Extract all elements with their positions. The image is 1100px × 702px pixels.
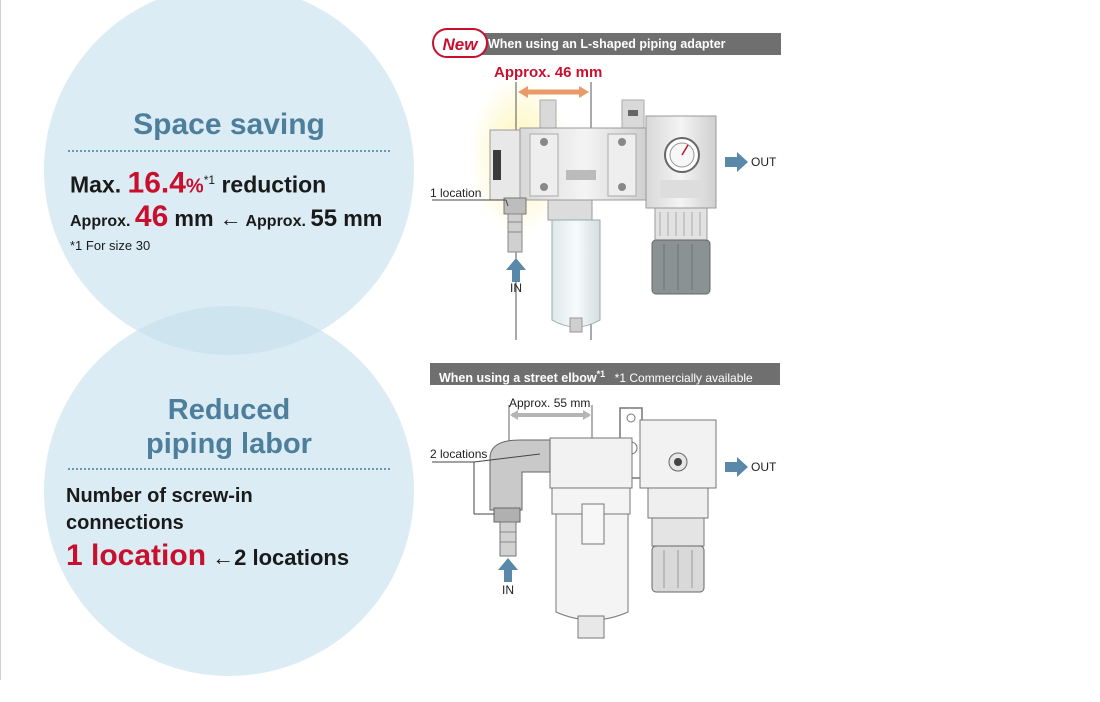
bottom-out-label: OUT bbox=[751, 460, 777, 474]
reduced-labor-circle bbox=[44, 306, 414, 676]
out-arrow-icon bbox=[725, 152, 748, 172]
space-saving-circle bbox=[44, 0, 414, 355]
reduced-labor-title-line1: Reduced bbox=[167, 394, 291, 426]
reduced-labor-title-line2: piping labor bbox=[146, 428, 312, 460]
new-dimension-value: 46 bbox=[134, 200, 169, 233]
top-dimension-label: Approx. 46 mm bbox=[494, 64, 603, 81]
connections-count-line: 1 location ←2 locations bbox=[66, 536, 349, 578]
space-saving-divider bbox=[68, 150, 390, 152]
new-connection-count: 1 location bbox=[66, 539, 207, 572]
bottom-location-label: 2 locations bbox=[430, 447, 488, 461]
max-prefix: Max. bbox=[70, 171, 128, 198]
old-dimension-value: 55 bbox=[310, 205, 338, 232]
in-arrow-icon bbox=[506, 258, 526, 282]
approx-dimension-line: Approx. 46 mm ← Approx. 55 mm bbox=[70, 200, 382, 239]
top-out-label: OUT bbox=[751, 155, 777, 169]
top-location-label: 1 location bbox=[430, 186, 482, 200]
max-suffix: reduction bbox=[215, 171, 327, 198]
footnote-mark: *1 bbox=[203, 173, 216, 187]
old-approx-label: Approx. bbox=[241, 213, 311, 230]
left-border bbox=[0, 0, 1, 680]
top-panel-header: When using an L-shaped piping adapter bbox=[470, 33, 781, 55]
bottom-panel-header: When using a street elbow*1 *1 Commercia… bbox=[430, 363, 780, 385]
connections-desc-line1: Number of screw-in bbox=[66, 485, 253, 507]
size-footnote: *1 For size 30 bbox=[70, 238, 151, 253]
max-reduction-line: Max. 16.4%*1 reduction bbox=[70, 163, 326, 204]
bottom-dimension-label: Approx. 55 mm bbox=[509, 396, 591, 410]
bottom-header-note: *1 Commercially available bbox=[614, 371, 753, 386]
old-connection-count: 2 locations bbox=[234, 545, 350, 570]
dimension-unit: mm bbox=[168, 206, 220, 231]
footnote-mark: *1 bbox=[596, 369, 606, 379]
max-value: 16.4 bbox=[127, 166, 186, 200]
in-arrow-icon bbox=[498, 558, 518, 582]
old-dimension-unit: mm bbox=[337, 206, 383, 231]
left-arrow-icon: ← bbox=[212, 545, 235, 570]
reduced-labor-divider bbox=[68, 468, 390, 470]
top-in-label: IN bbox=[510, 281, 522, 295]
out-arrow-icon bbox=[725, 457, 748, 477]
approx-label: Approx. bbox=[70, 213, 135, 230]
mounting-bracket bbox=[539, 99, 645, 131]
max-percent: % bbox=[185, 175, 204, 198]
bottom-header-title: When using a street elbow bbox=[439, 371, 597, 386]
new-badge: New bbox=[432, 28, 488, 58]
left-arrow-icon: ← bbox=[219, 206, 242, 231]
space-saving-title: Space saving bbox=[133, 108, 325, 141]
bottom-in-label: IN bbox=[502, 583, 514, 597]
connections-desc-line2: connections bbox=[66, 512, 184, 534]
